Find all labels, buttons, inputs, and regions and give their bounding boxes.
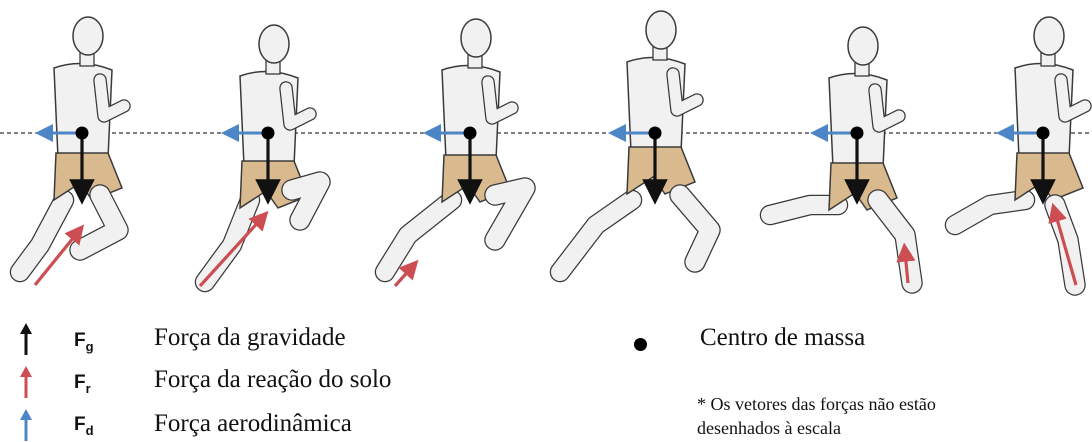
runner-front-leg [495, 188, 525, 240]
red-up-arrow-icon [18, 365, 34, 399]
black-dot-icon [634, 338, 647, 351]
runner-front-leg [80, 195, 118, 250]
ground-reaction-label: Força da reação do solo [154, 366, 391, 394]
runner-head [461, 19, 491, 57]
scale-note-line-2: desenhados à escala [697, 416, 936, 440]
center-of-mass-label: Centro de massa [700, 324, 865, 352]
scale-note: * Os vetores das forças não estão desenh… [697, 392, 936, 440]
center-of-mass-dot [649, 127, 662, 140]
runner-back-leg [560, 200, 632, 272]
runner-back-leg [385, 200, 452, 272]
runner-head [259, 25, 289, 63]
aero-symbol: Fd [74, 414, 94, 438]
black-up-arrow-icon [18, 322, 34, 356]
scale-note-line-1: * Os vetores das forças não estão [697, 392, 936, 416]
runner-shorts [54, 153, 122, 200]
runner-head [1034, 17, 1064, 55]
runner-phase-1 [20, 17, 124, 272]
runner-back-leg [20, 200, 64, 272]
runner-phase-5 [770, 27, 912, 283]
runner-phase-2 [205, 25, 320, 282]
runner-back-leg [770, 205, 838, 215]
center-of-mass-dot [262, 127, 275, 140]
runner-head [848, 27, 878, 65]
runner-shorts [1015, 153, 1083, 200]
runner-phase-4 [560, 11, 710, 272]
runner-head [73, 17, 103, 55]
runner-back-leg [205, 200, 250, 282]
ground-reaction-symbol: Fr [74, 372, 91, 396]
runner-head [646, 11, 676, 49]
center-of-mass-dot [464, 127, 477, 140]
gravity-symbol: Fg [74, 330, 94, 354]
runner-phase-3 [385, 19, 525, 272]
center-of-mass-dot [76, 127, 89, 140]
aero-label: Força aerodinâmica [154, 410, 352, 438]
blue-up-arrow-icon [18, 408, 34, 442]
center-of-mass-dot [851, 127, 864, 140]
runner-back-leg [955, 200, 1025, 225]
running-phases-illustration [0, 0, 1092, 300]
center-of-mass-dot [1037, 127, 1050, 140]
gravity-label: Força da gravidade [154, 324, 346, 352]
